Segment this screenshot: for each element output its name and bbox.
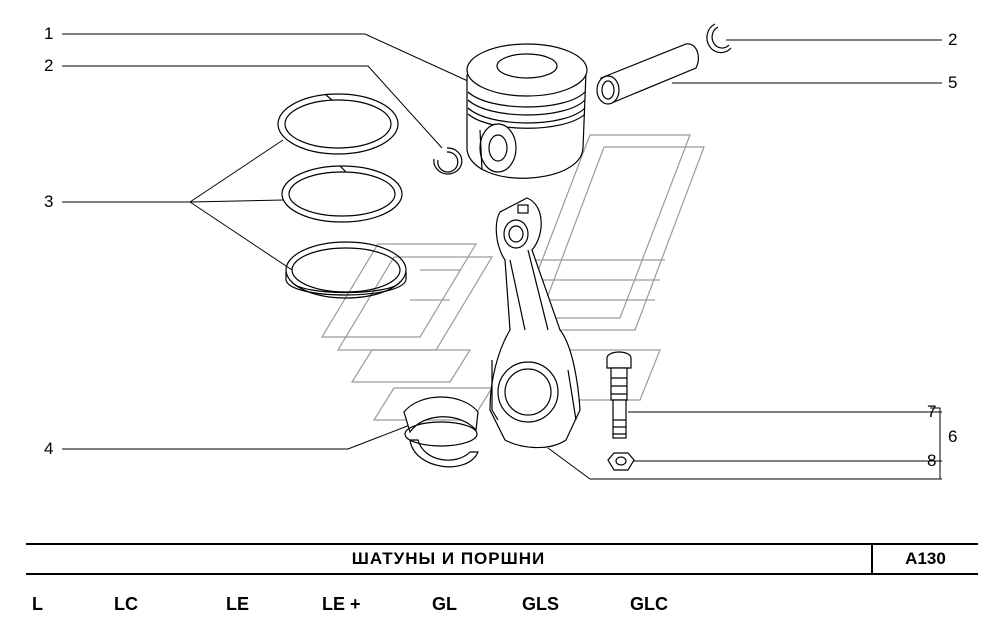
leader-4 [62,424,411,450]
piston-rings [277,93,407,299]
variant-lc: LC [114,594,138,614]
section-code: A130 [905,549,946,568]
bearing-shells [403,396,479,468]
callout-6: 6 [948,427,958,446]
variant-gl: GL [432,594,457,614]
callout-1: 1 [44,24,54,43]
variant-glc: GLC [630,594,668,614]
title-bar: ШАТУНЫ И ПОРШНИ A130 [26,543,978,575]
exploded-parts-diagram [62,23,942,480]
leader-lines [62,33,942,480]
callout-2-left: 2 [44,56,54,75]
rod-bolt [606,351,632,439]
leader-3-d [189,201,293,271]
bracket-6 [930,407,941,480]
leader-rod [547,447,942,480]
connecting-rod [489,197,581,449]
leader-1 [62,33,471,83]
piston-pin [596,43,699,105]
callout-5: 5 [948,73,958,92]
variant-l: L [32,594,43,614]
callout-8: 8 [927,451,937,470]
leader-3-b [189,139,284,203]
callout-2-right: 2 [948,30,958,49]
callout-3: 3 [44,192,54,211]
rod-nut [607,452,635,471]
page-title: ШАТУНЫ И ПОРШНИ [351,549,546,568]
circlip-left [433,147,463,175]
circlip-right [706,23,732,54]
variant-le: LE [226,594,250,614]
leader-3-c [189,199,284,203]
variant-le-plus: LE + [322,594,361,614]
piston [466,43,588,179]
callout-4: 4 [44,439,54,458]
variant-gls: GLS [522,594,560,614]
callout-7: 7 [927,402,937,421]
title-divider [871,545,873,573]
leader-2-left [62,65,443,149]
